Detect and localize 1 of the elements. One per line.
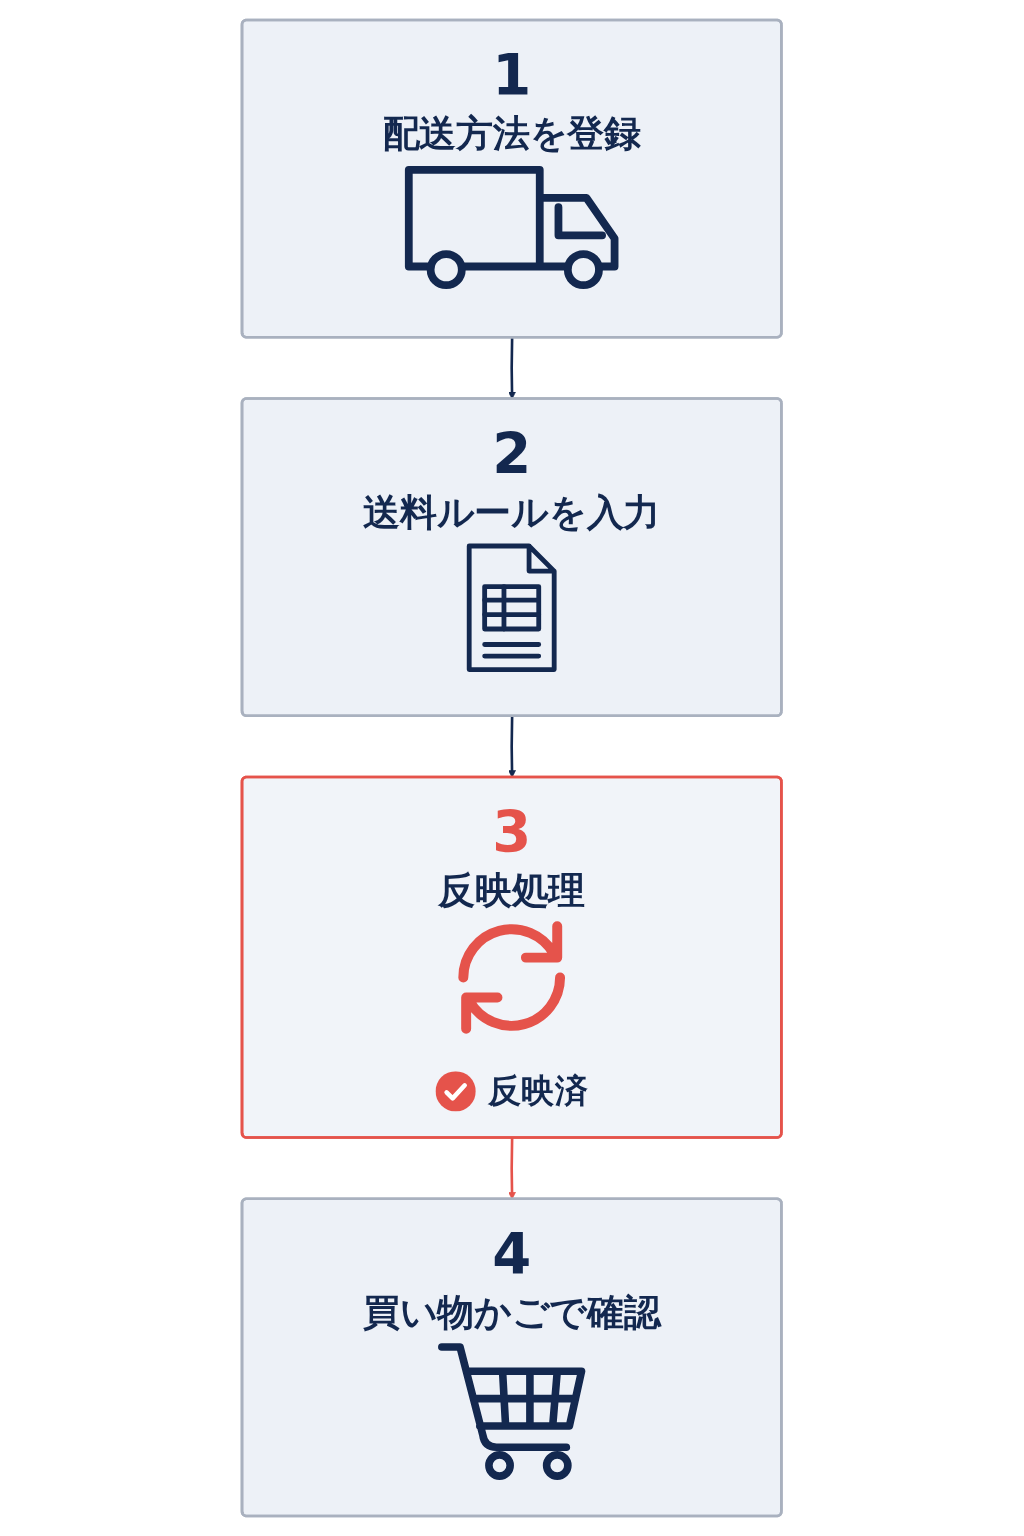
arrow [508,716,517,778]
